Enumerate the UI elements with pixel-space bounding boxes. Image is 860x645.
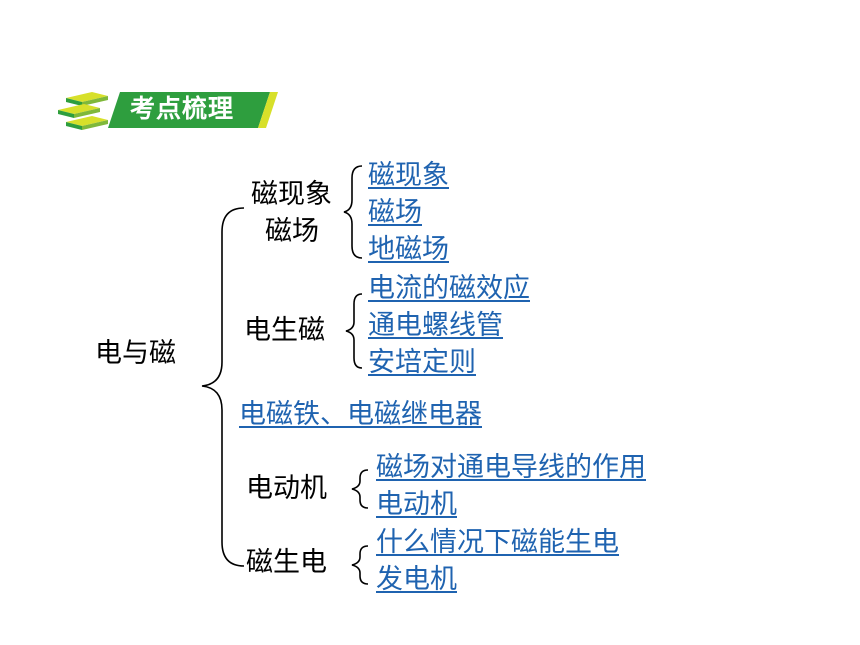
section-header-badge (58, 92, 278, 130)
group-label: 电动机 (246, 473, 327, 504)
topic-link[interactable]: 安培定则 (368, 347, 476, 378)
topic-link[interactable]: 通电螺线管 (368, 310, 503, 341)
group2-brace (345, 293, 363, 369)
topic-link[interactable]: 地磁场 (368, 234, 449, 265)
group-label: 电生磁 (244, 315, 325, 346)
root-label: 电与磁 (95, 338, 176, 369)
topic-link[interactable]: 电流的磁效应 (368, 273, 530, 304)
group5-brace (351, 545, 369, 585)
topic-link[interactable]: 磁场 (368, 197, 422, 228)
topic-link[interactable]: 磁场对通电导线的作用 (376, 452, 646, 483)
group4-brace (351, 469, 369, 509)
topic-link[interactable]: 电动机 (376, 489, 457, 520)
topic-link[interactable]: 磁现象 (368, 160, 449, 191)
group1-brace (343, 165, 363, 259)
topic-link[interactable]: 电磁铁、电磁继电器 (239, 399, 482, 430)
stack-icon (58, 92, 108, 130)
topic-link[interactable]: 什么情况下磁能生电 (376, 527, 619, 558)
section-title: 考点梳理 (130, 94, 235, 123)
root-brace (201, 207, 245, 567)
topic-link[interactable]: 发电机 (376, 564, 457, 595)
group-label: 磁场 (265, 216, 319, 247)
group-label: 磁生电 (246, 547, 327, 578)
group-label: 磁现象 (251, 179, 332, 210)
header-bar (108, 92, 270, 128)
